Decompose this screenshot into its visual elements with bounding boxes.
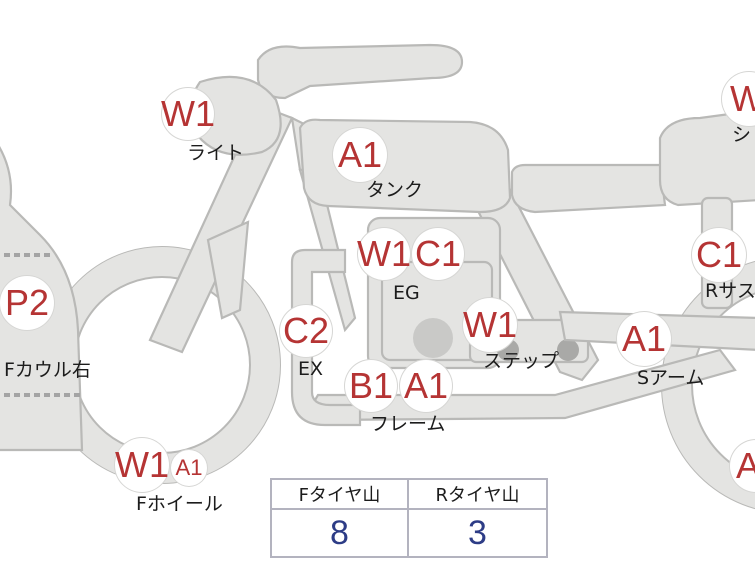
front-tire-value[interactable]: 8 (272, 510, 409, 556)
damage-badge[interactable]: A1 (171, 450, 207, 486)
part-label: Rサス (705, 280, 755, 302)
rear-tire-value[interactable]: 3 (468, 513, 487, 552)
damage-badge[interactable]: W1 (115, 438, 169, 492)
rear-tire-header: Rタイヤ山 (409, 480, 546, 510)
damage-badge[interactable]: A1 (617, 312, 671, 366)
part-label: ライト (187, 142, 245, 164)
seat (658, 109, 755, 207)
damage-badge[interactable]: W1 (357, 228, 411, 280)
part-label: Fカウル右 (4, 359, 91, 381)
side-cover (510, 163, 667, 214)
damage-badge[interactable]: A1 (333, 128, 387, 182)
part-label: フレーム (370, 413, 446, 435)
part-label: ステップ (483, 350, 560, 372)
damage-badge[interactable]: A1 (400, 360, 452, 412)
exhaust (290, 248, 362, 427)
part-label: EX (298, 358, 324, 380)
damage-badge[interactable]: W1 (463, 298, 517, 352)
damage-badge[interactable]: P2 (0, 276, 54, 330)
step-peg-right (557, 339, 579, 361)
engine-cover (413, 318, 453, 358)
front-tire-header: Fタイヤ山 (272, 480, 409, 510)
handlebar (256, 43, 464, 100)
part-label: Sアーム (637, 367, 705, 389)
part-label: シ (732, 124, 752, 146)
damage-badge[interactable]: C1 (692, 228, 746, 282)
part-label: タンク (366, 179, 424, 201)
part-label: Fホイール (136, 493, 223, 515)
tire-tread-table: Fタイヤ山 Rタイヤ山 8 3 (270, 478, 548, 558)
fork-guard (206, 220, 250, 320)
damage-badge[interactable]: C2 (280, 305, 332, 357)
damage-badge[interactable]: W1 (161, 88, 215, 140)
part-label: EG (393, 282, 420, 304)
damage-badge[interactable]: C1 (412, 228, 464, 280)
rear-wheel-inner (691, 292, 755, 478)
damage-badge[interactable]: B1 (345, 360, 397, 412)
